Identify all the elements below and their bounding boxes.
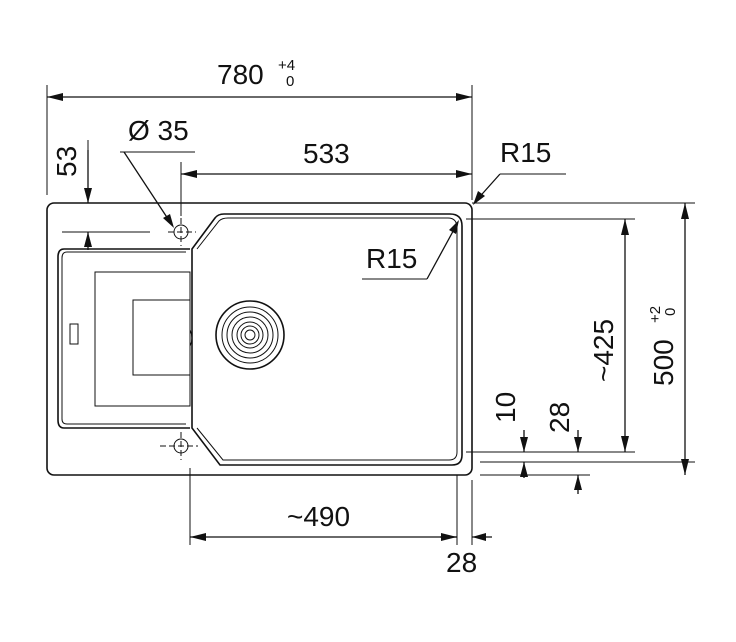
drain-strainer (215, 300, 285, 370)
dim-bowl-depth (621, 219, 629, 452)
label-rim-28-vertical: 28 (544, 402, 575, 433)
dim-overall-depth (681, 203, 689, 475)
label-top-to-hole: 53 (51, 146, 82, 177)
label-rim-28-horizontal: 28 (446, 547, 477, 578)
tap-hole-bottom (160, 432, 198, 460)
sink-outline (46, 202, 473, 476)
label-bowl-depth: ~425 (588, 319, 619, 382)
label-bowl-width: ~490 (287, 501, 350, 532)
dim-rim-28-vertical (574, 430, 582, 494)
dim-top-to-hole (84, 150, 92, 250)
dim-rim-10 (520, 430, 528, 478)
drainer-area (57, 248, 193, 429)
label-outer-radius: R15 (500, 137, 551, 168)
label-overall-width: 780 (217, 59, 264, 90)
dim-outer-radius-leader (473, 173, 566, 205)
dim-bowl-width (190, 533, 457, 541)
dim-inner-radius-leader (362, 220, 459, 280)
dim-hole-diameter-leader (120, 151, 195, 228)
label-overall-width-tol-minus: 0 (286, 73, 294, 90)
tap-hole-top (168, 218, 196, 246)
dim-rim-28-horizontal (440, 533, 492, 541)
label-rim-10: 10 (490, 392, 521, 423)
dim-bowl-offset-width (181, 170, 472, 178)
dim-overall-width (47, 93, 472, 101)
label-overall-depth-tol-plus: +2 (647, 306, 664, 323)
label-overall-width-tol-plus: +4 (278, 57, 295, 74)
label-overall-depth: 500 (648, 339, 679, 386)
extension-lines (46, 85, 695, 545)
bowl-outline (191, 213, 463, 466)
label-hole-diameter: Ø 35 (128, 115, 189, 146)
label-inner-radius: R15 (366, 243, 417, 274)
label-bowl-offset-width: 533 (303, 138, 350, 169)
label-overall-depth-tol-minus: 0 (662, 308, 679, 316)
